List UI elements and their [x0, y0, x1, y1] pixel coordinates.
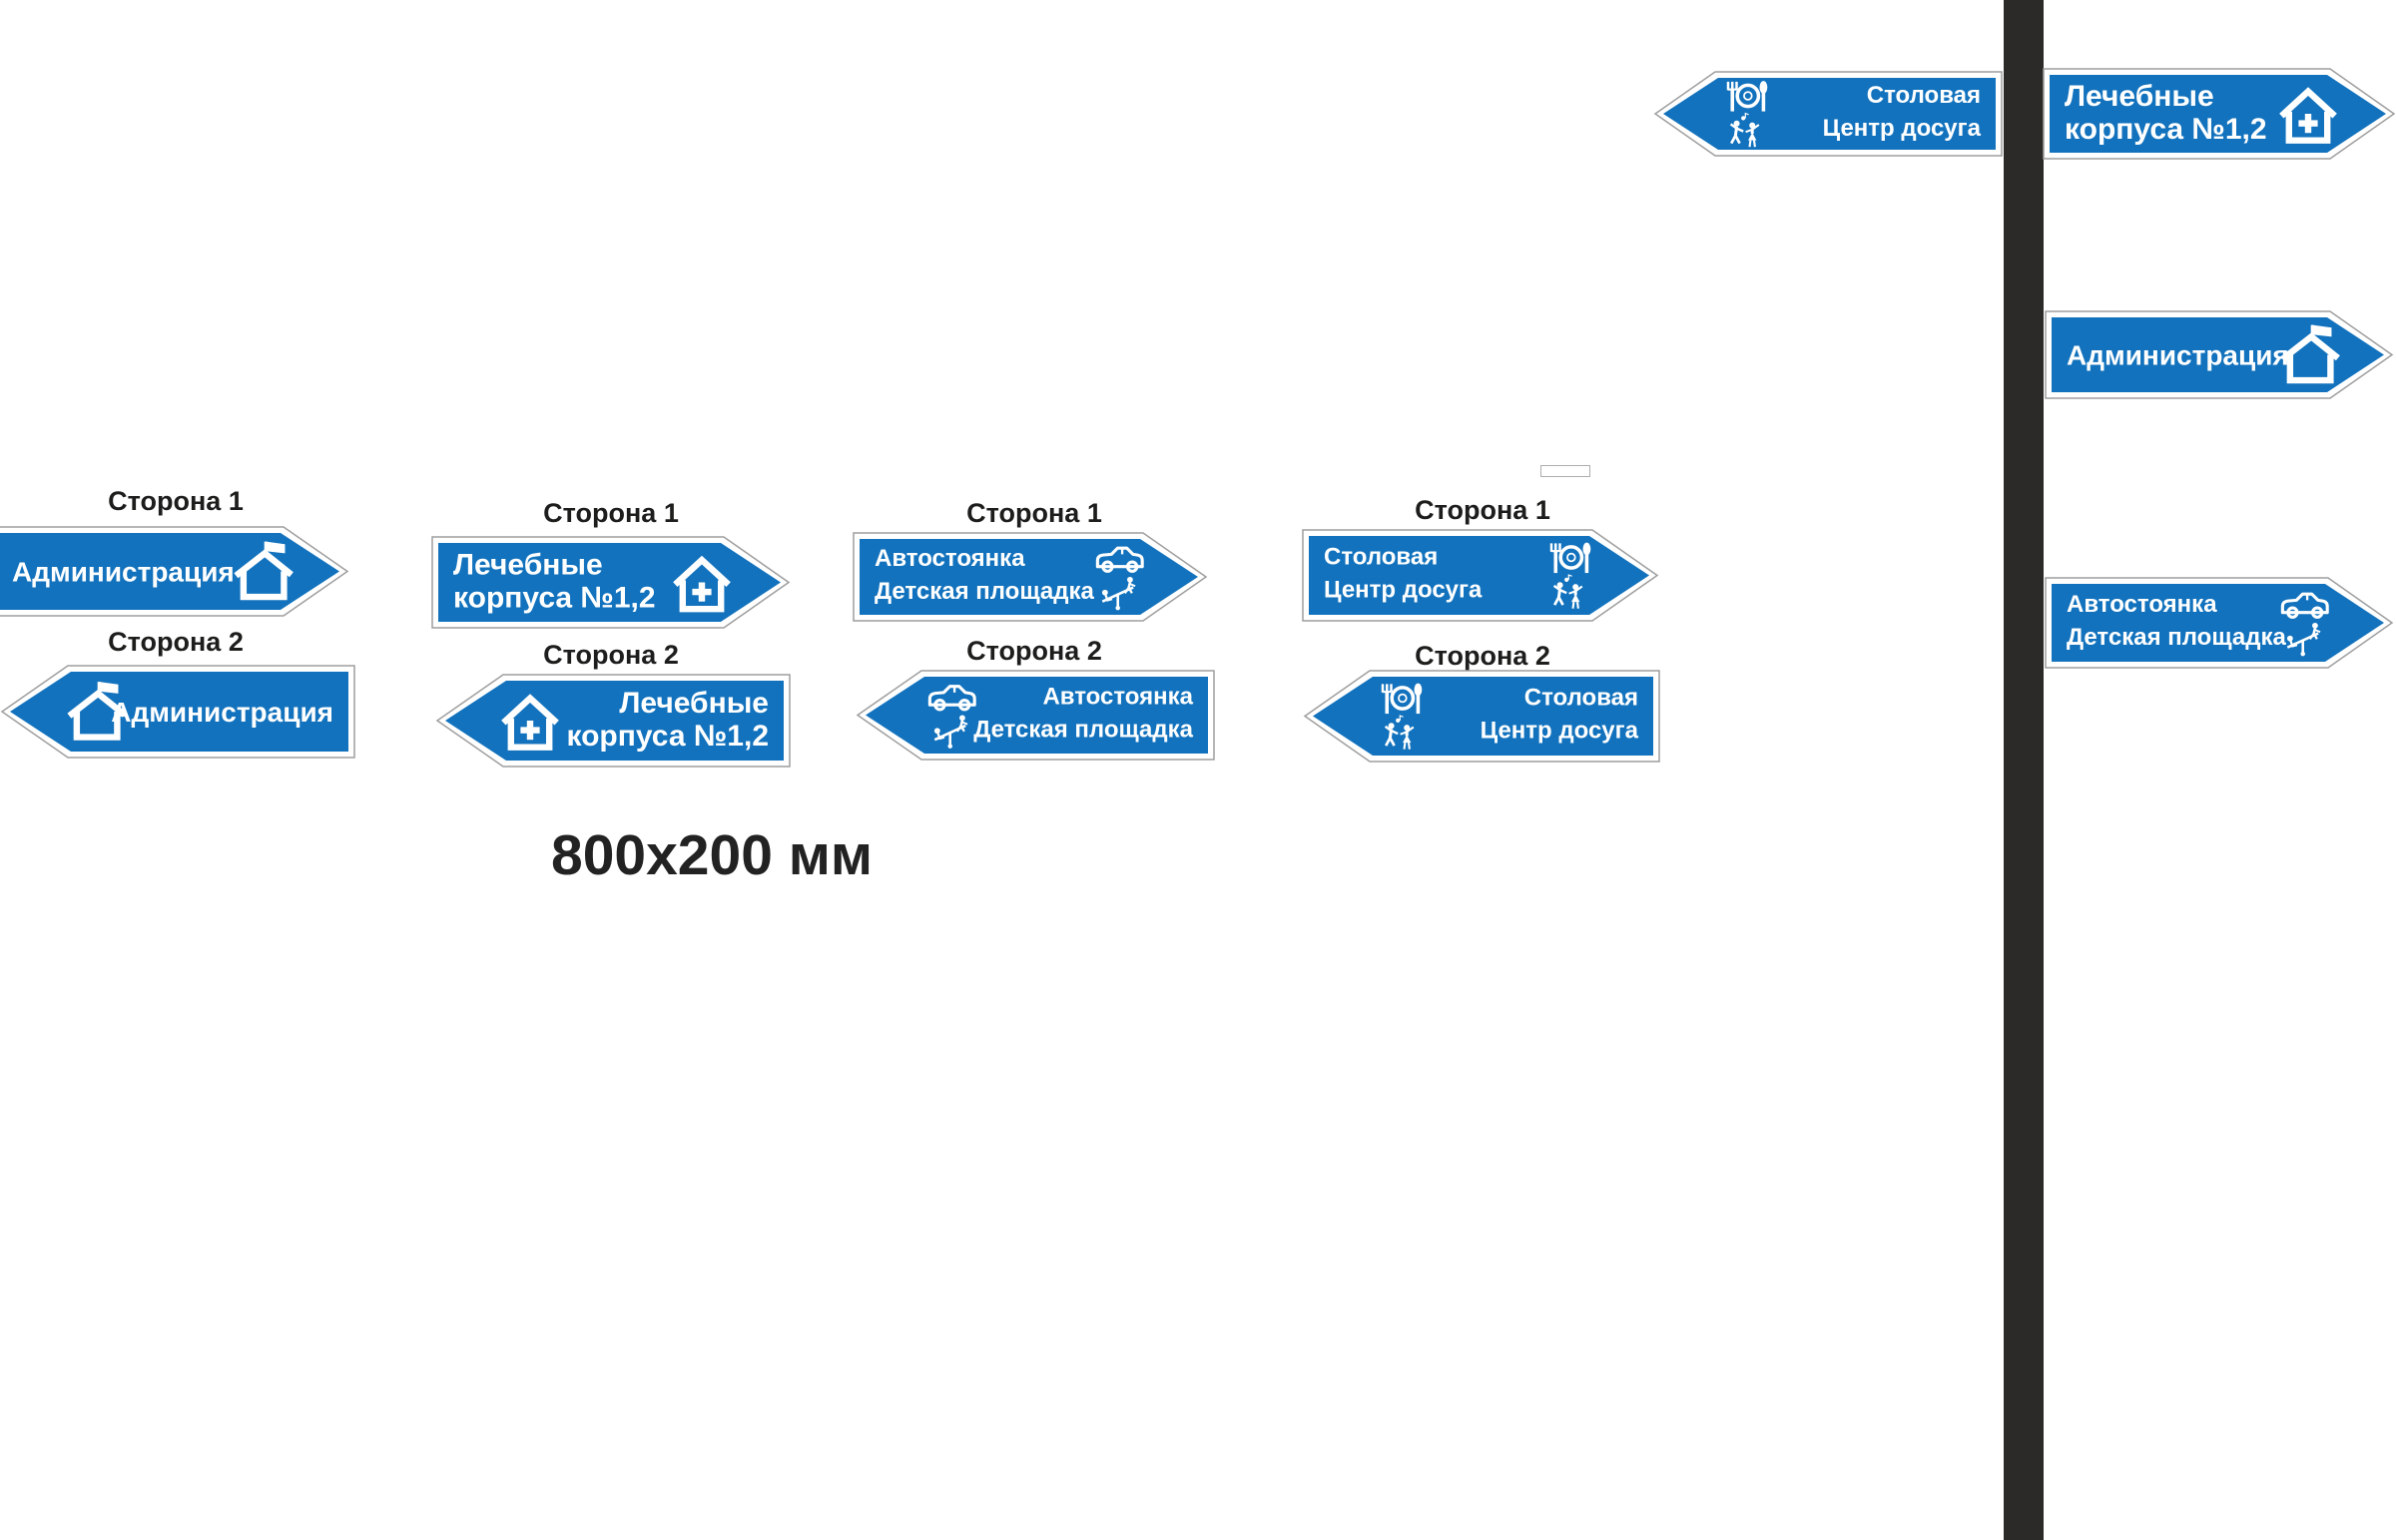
sign-administration-side1: Администрация — [0, 526, 349, 617]
sign-text-line: Администрация — [111, 697, 333, 728]
car-icon — [927, 685, 976, 712]
sign-text-line: Администрация — [12, 557, 235, 588]
dimension-label: 800x200 мм — [551, 823, 874, 887]
seesaw-icon — [933, 715, 968, 749]
sign-post — [2004, 0, 2044, 1540]
pole-sign-administration: Администрация — [2045, 310, 2394, 399]
arrow-sign: Администрация — [2045, 310, 2394, 399]
sign-face — [1313, 677, 1653, 756]
house-flag-icon — [67, 682, 127, 741]
sign-text-line: Столовая — [1324, 544, 1438, 571]
house-cross-icon — [673, 555, 731, 613]
side-label: Сторона 1 — [108, 486, 244, 516]
side-label: Сторона 2 — [108, 627, 244, 657]
house-cross-icon — [2279, 87, 2337, 144]
sign-text-line: Детская площадка — [875, 578, 1094, 605]
side-label: Сторона 2 — [1415, 641, 1550, 671]
sign-text-line: Администрация — [2067, 340, 2289, 371]
stray-rectangle — [1540, 465, 1590, 477]
sign-text-line: Столовая — [1524, 685, 1638, 712]
side-label: Сторона 1 — [543, 498, 679, 528]
sign-text-line: Лечебные — [2065, 80, 2214, 113]
sign-text-line: Автостоянка — [2067, 591, 2217, 618]
dancers-icon — [1552, 574, 1583, 609]
sign-text-line: Лечебные — [453, 549, 603, 582]
car-icon — [2280, 592, 2329, 619]
sign-face — [2052, 317, 2384, 392]
sign-text-line: Столовая — [1867, 82, 1981, 109]
seesaw-icon — [2286, 622, 2321, 657]
sign-text-line: Автостоянка — [1042, 684, 1193, 711]
sign-text-line: корпуса №1,2 — [566, 720, 769, 753]
car-icon — [1095, 546, 1144, 573]
sign-text-line: Лечебные — [619, 687, 769, 720]
sign-text-line: Центр досуга — [1481, 718, 1639, 745]
arrow-sign: Администрация — [0, 665, 355, 759]
sign-text-line: Центр досуга — [1324, 577, 1483, 604]
side-label: Сторона 1 — [966, 498, 1102, 528]
plate-cutlery-icon — [1549, 542, 1591, 574]
sign-face — [1309, 536, 1649, 615]
sign-text-line: Детская площадка — [2067, 624, 2286, 651]
sign-text-line: Автостоянка — [875, 545, 1025, 572]
sign-text-line: корпуса №1,2 — [453, 582, 656, 615]
side-label: Сторона 2 — [543, 640, 679, 670]
house-flag-icon — [2280, 324, 2340, 384]
sign-text-line: Детская площадка — [973, 717, 1193, 744]
sign-administration-side2: Администрация — [0, 665, 355, 759]
side-label: Сторона 2 — [966, 636, 1102, 666]
sign-text-line: Центр досуга — [1823, 115, 1982, 142]
side-label: Сторона 1 — [1415, 495, 1550, 525]
plate-cutlery-icon — [1381, 683, 1423, 715]
arrow-sign: Администрация — [0, 526, 349, 617]
sign-face — [10, 672, 348, 752]
house-flag-icon — [234, 541, 294, 601]
sign-text-line: корпуса №1,2 — [2065, 113, 2267, 146]
sign-face — [0, 533, 339, 610]
seesaw-icon — [1101, 576, 1136, 611]
dancers-icon — [1384, 715, 1415, 750]
house-cross-icon — [501, 694, 559, 751]
plate-cutlery-icon — [1726, 81, 1768, 112]
dancers-icon — [1729, 112, 1760, 148]
